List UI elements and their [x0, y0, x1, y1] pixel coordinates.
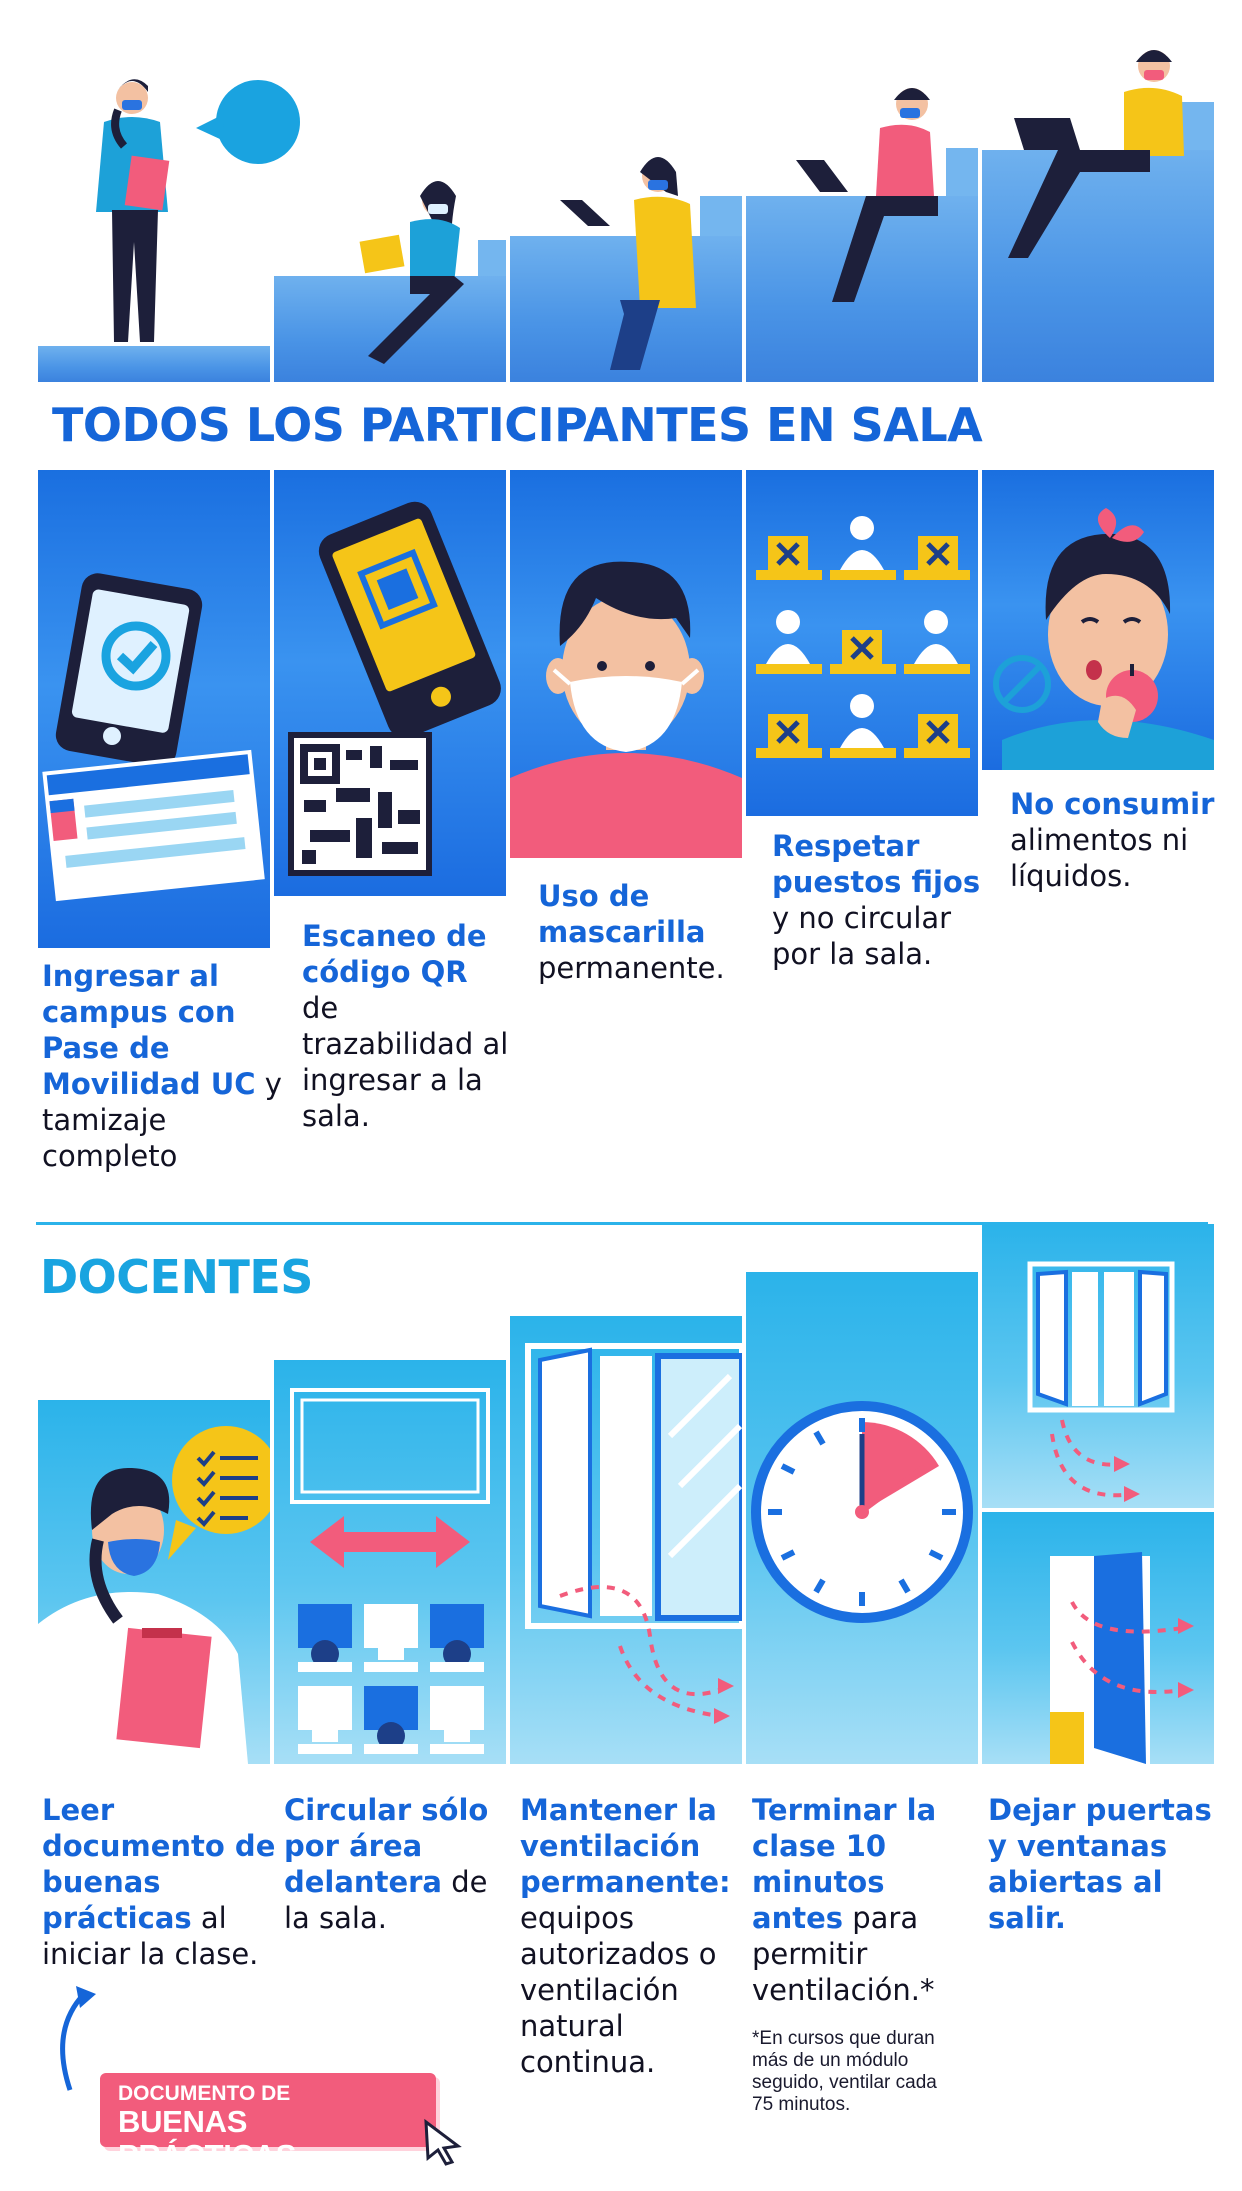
window-open-icon [1027, 1261, 1175, 1502]
window-icon [525, 1343, 742, 1724]
participant-caption-1: Ingresar al campus con Pase de Movilidad… [42, 959, 282, 1173]
participant-card-5 [982, 470, 1214, 770]
docentes-card-2 [274, 1360, 506, 1764]
curved-arrow-icon [60, 1986, 96, 2091]
docentes-card-3 [510, 1316, 742, 1764]
ventilation-footnote: *En cursos que duran más de un módulo se… [752, 2028, 937, 2115]
seating-grid-icon [756, 516, 970, 758]
participant-card-2 [274, 470, 506, 896]
buenas-practicas-button[interactable]: DOCUMENTO DE BUENAS PRÁCTICAS [100, 2073, 436, 2173]
docentes-card-4 [746, 1272, 978, 1764]
student-laptop [359, 181, 464, 364]
teacher-figure [96, 79, 170, 342]
section-divider [36, 1222, 1208, 1225]
participant-card-3 [510, 470, 742, 858]
cursor-icon [424, 2118, 462, 2166]
hero-riser-5 [1178, 102, 1214, 150]
docentes-title: DOCENTES [40, 1250, 313, 1304]
hero-step-2 [274, 276, 506, 382]
checklist-bubble-icon [38, 1426, 270, 1764]
participant-caption-2: Escaneo de código QR de trazabilidad al … [302, 919, 509, 1133]
no-food-icon [993, 508, 1214, 770]
student-laptop-4 [1008, 50, 1184, 258]
door-icon [1050, 1552, 1194, 1764]
clock-icon [751, 1401, 973, 1623]
qr-code-icon [288, 732, 432, 876]
participants-title: TODOS LOS PARTICIPANTES EN SALA [52, 398, 983, 452]
hero-step-5 [982, 150, 1214, 382]
participant-caption-3: Uso de mascarilla permanente. [538, 879, 725, 985]
docentes-caption-2: Circular sólo por área delantera de la s… [284, 1793, 489, 1935]
docentes-card-5-bottom [982, 1512, 1214, 1764]
classroom-layout-icon [290, 1388, 490, 1754]
id-card-icon [42, 749, 265, 902]
button-line-1: DOCUMENTO DE [118, 2082, 291, 2105]
hero-step-1 [38, 346, 270, 382]
docentes-caption-3: Mantener la ventilación permanente: equi… [520, 1793, 731, 2079]
docentes-caption-5: Dejar puertas y ventanas abiertas al sal… [988, 1793, 1212, 1935]
docentes-caption-4: Terminar la clase 10 minutos antes para … [752, 1793, 937, 2007]
hero-people-svg [96, 50, 1184, 370]
student-laptop-3 [796, 88, 938, 302]
student-laptop-2 [560, 157, 696, 370]
mobile-pass-icon [55, 573, 203, 767]
participant-card-4 [746, 470, 978, 816]
docentes-card-1 [38, 1400, 270, 1764]
participant-card-1 [38, 470, 270, 948]
mask-face-icon [510, 561, 742, 858]
speech-bubble [196, 80, 300, 164]
participant-caption-5: No consumir alimentos ni líquidos. [1010, 787, 1215, 893]
hero-riser-4 [946, 148, 978, 196]
docentes-card-5-top [982, 1224, 1214, 1508]
hero-riser-2 [478, 240, 506, 276]
hero-riser-3 [700, 196, 742, 236]
button-line-2: BUENAS PRÁCTICAS [118, 2104, 297, 2173]
participant-caption-4: Respetar puestos fijos y no circular por… [772, 829, 981, 971]
phone-scan-icon [318, 501, 501, 738]
docentes-caption-1: Leer documento de buenas prácticas al in… [42, 1793, 276, 1971]
